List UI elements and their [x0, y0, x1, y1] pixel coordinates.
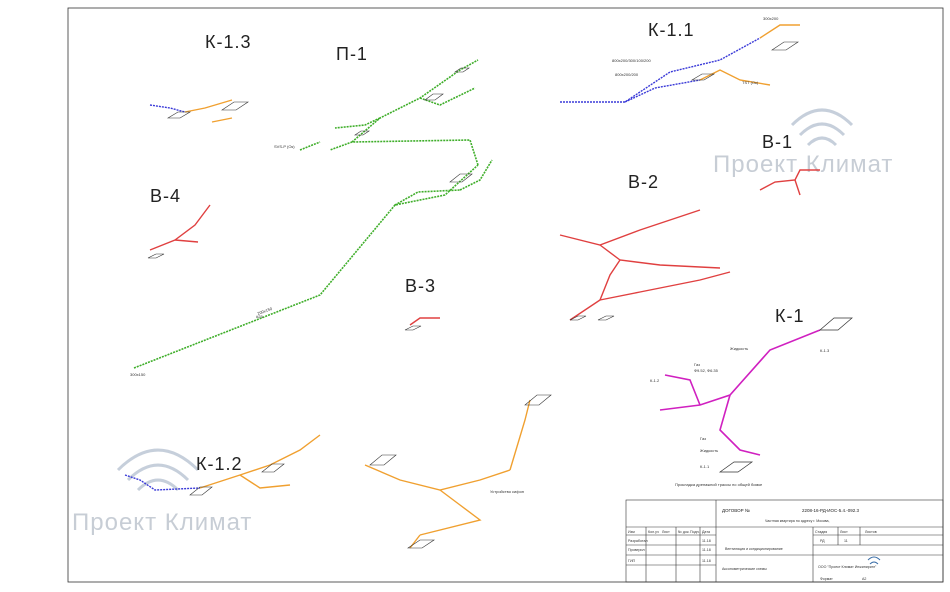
- section-title: Вентиляция и кондиционирование: [725, 547, 783, 551]
- system-p1-duct: [133, 59, 493, 369]
- tb-date-3: 11.18: [702, 559, 711, 563]
- sheet-title: Аксонометрические схемы: [722, 567, 767, 571]
- sheet-frame: [67, 7, 944, 583]
- k1-unit1-label: К-1.3: [820, 348, 830, 353]
- k11-top-label: 300х200: [763, 16, 779, 21]
- tb-role-gip: ГИП: [628, 559, 636, 563]
- watermark-logo-right: [790, 108, 854, 147]
- p1-svs-label: SVS-P (Ок): [274, 144, 295, 149]
- system-title-v3: В-3: [405, 276, 436, 296]
- system-k11: [560, 24, 800, 103]
- system-title-k12: К-1.2: [196, 454, 243, 474]
- tb-col-sign: Подп.: [690, 530, 700, 534]
- system-title-v1: В-1: [762, 132, 793, 152]
- k11-b-label: 800х200/200: [615, 72, 639, 77]
- k1-liq-label-2: Жидкость: [700, 448, 718, 453]
- sheet-value: 11: [844, 539, 848, 543]
- system-title-k13: К-1.3: [205, 32, 252, 52]
- company-name: ООО "Проект Климат Инжиниринг": [818, 565, 877, 569]
- k1-unit2-label: К-1.2: [650, 378, 660, 383]
- stage-header: Стадия: [815, 530, 827, 534]
- system-k13: [149, 99, 249, 123]
- p1-dim-label: 200х150: [257, 306, 274, 316]
- k1-gas-label-2: Газ: [700, 436, 706, 441]
- tb-role-dev: Разработал: [628, 539, 648, 543]
- tb-col-kol: Кол.уч: [648, 530, 659, 534]
- system-title-k1: К-1: [775, 306, 805, 326]
- document-code: 2208-16-РД-ИОС-5.4.-092.3: [802, 508, 860, 513]
- p1-diffusers: [354, 67, 473, 183]
- format-value: А2: [862, 577, 866, 581]
- p1-end-label: 300х150: [130, 372, 146, 377]
- tb-col-date: Дата: [702, 530, 710, 534]
- stage-value: РД: [820, 539, 825, 543]
- k1-liq-label-1: Жидкость: [730, 346, 748, 351]
- watermark-text-right: Проект Климат: [713, 151, 893, 178]
- system-title-p1: П-1: [336, 44, 368, 64]
- sheets-header: Листов: [865, 530, 877, 534]
- tb-date-2: 11.18: [702, 548, 711, 552]
- k1-units: [718, 317, 853, 473]
- k1-size-label-1: Ф9.52, Ф6.35: [694, 368, 719, 373]
- system-v1: [759, 169, 820, 196]
- system-title-v4: В-4: [150, 186, 181, 206]
- watermark-text-left: Проект Климат: [72, 509, 252, 536]
- k11-tst-label: TST (Ок): [742, 80, 759, 85]
- k1-note-label: Прокладка дренажной трассы по общей бомк…: [675, 482, 763, 487]
- system-title-v2: В-2: [628, 172, 659, 192]
- system-v4: [147, 204, 211, 259]
- tb-col-list: Лист: [662, 530, 670, 534]
- system-v2: [559, 209, 731, 321]
- drainage-network: [364, 394, 552, 549]
- tb-date-1: 11.18: [702, 539, 711, 543]
- contract-label: ДОГОВОР №: [722, 508, 750, 513]
- tb-col-izm: Изм: [628, 530, 635, 534]
- p1-main-label: #25: [256, 314, 263, 319]
- tb-role-check: Проверил: [628, 548, 645, 552]
- system-v3: [404, 317, 440, 331]
- system-title-k11: К-1.1: [648, 20, 695, 40]
- object-address: Частная квартира по адресу г. Москва,: [765, 519, 830, 523]
- system-k12: [124, 434, 321, 496]
- k1-gas-label-1: Газ: [694, 362, 700, 367]
- drain-label: Устройство сифон: [490, 489, 524, 494]
- format-label: Формат: [820, 577, 833, 581]
- k1-unit3-label: К-1.1: [700, 464, 710, 469]
- system-k1-refrigerant: [659, 329, 821, 456]
- k11-a-label: 800х200/300/100/200: [612, 58, 651, 63]
- title-block: [625, 499, 944, 583]
- tb-col-doc: № док.: [678, 530, 690, 534]
- company-logo: [867, 556, 881, 565]
- watermark-logo-left: [116, 448, 200, 492]
- sheet-header: Лист: [840, 530, 848, 534]
